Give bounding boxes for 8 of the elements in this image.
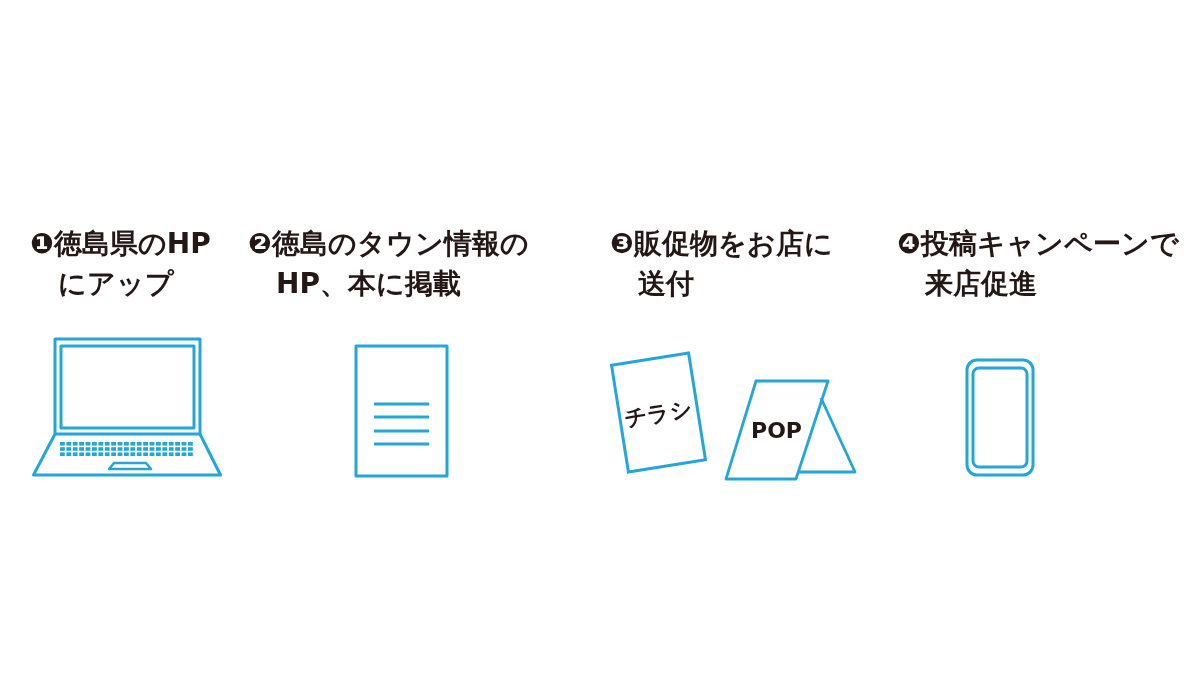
step-heading: ❸販促物をお店に送付 xyxy=(610,226,834,302)
step-heading: ❷徳島のタウン情報のHP、本に掲載 xyxy=(248,226,530,302)
flyer-text: チラシ xyxy=(621,394,696,434)
step-heading: ❶徳島県のHPにアップ xyxy=(30,226,212,302)
step-heading: ❹投稿キャンペーンで来店促進 xyxy=(897,226,1180,302)
sign-text: POP xyxy=(750,417,803,445)
flyer-sheet xyxy=(609,351,708,474)
pop-stand xyxy=(724,379,858,481)
